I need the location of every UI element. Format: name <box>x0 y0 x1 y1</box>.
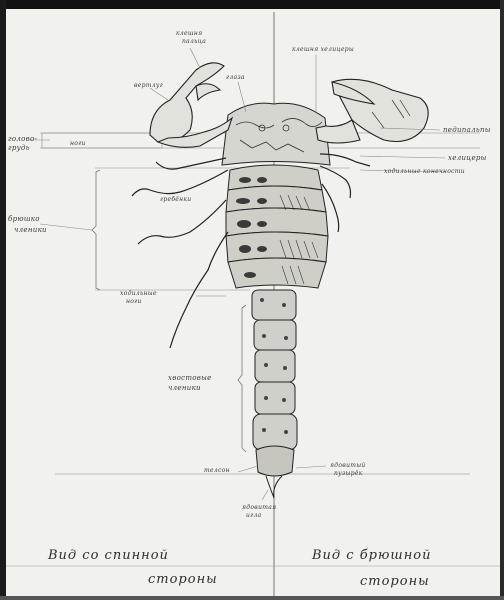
label-telson: телсон <box>204 467 230 474</box>
label-finger: пальца <box>182 38 206 45</box>
label-chelicerae: хелицеры <box>448 154 487 162</box>
label-pectines: гребёнки <box>160 196 191 203</box>
label-tail-segments: членики <box>168 384 201 392</box>
caption-ventral-view: Вид с брюшной <box>312 548 432 563</box>
caption-dorsal-side: стороны <box>148 572 218 587</box>
label-walking: ходильные <box>120 290 157 297</box>
label-trochanter-left: вертлуг <box>134 82 163 89</box>
label-sting: ядовитая <box>242 504 276 511</box>
label-abdomen: брюшко <box>8 215 40 223</box>
label-venom-vesicle-2: пузырёк <box>334 470 363 477</box>
label-claw: клешня <box>176 30 202 37</box>
label-venom-vesicle: ядовитый <box>330 462 366 469</box>
label-pedipalps: педипальпы <box>443 126 491 134</box>
label-eyes: глаза <box>226 74 245 81</box>
label-chelicera-claw: клешня хелицеры <box>292 46 354 53</box>
label-walking-limbs: ходильные конечности <box>384 168 465 175</box>
label-cephalothorax-2: грудь <box>8 144 30 152</box>
label-walking-legs: ноги <box>126 298 142 305</box>
caption-dorsal-view: Вид со спинной <box>48 548 169 563</box>
caption-ventral-side: стороны <box>360 574 430 589</box>
label-legs-box: ноги <box>70 140 86 147</box>
label-sting-2: игла <box>246 512 262 519</box>
label-tail: хвостовые <box>168 374 212 382</box>
label-cephalothorax: голово- <box>8 135 37 143</box>
label-segments: членики <box>14 226 47 234</box>
